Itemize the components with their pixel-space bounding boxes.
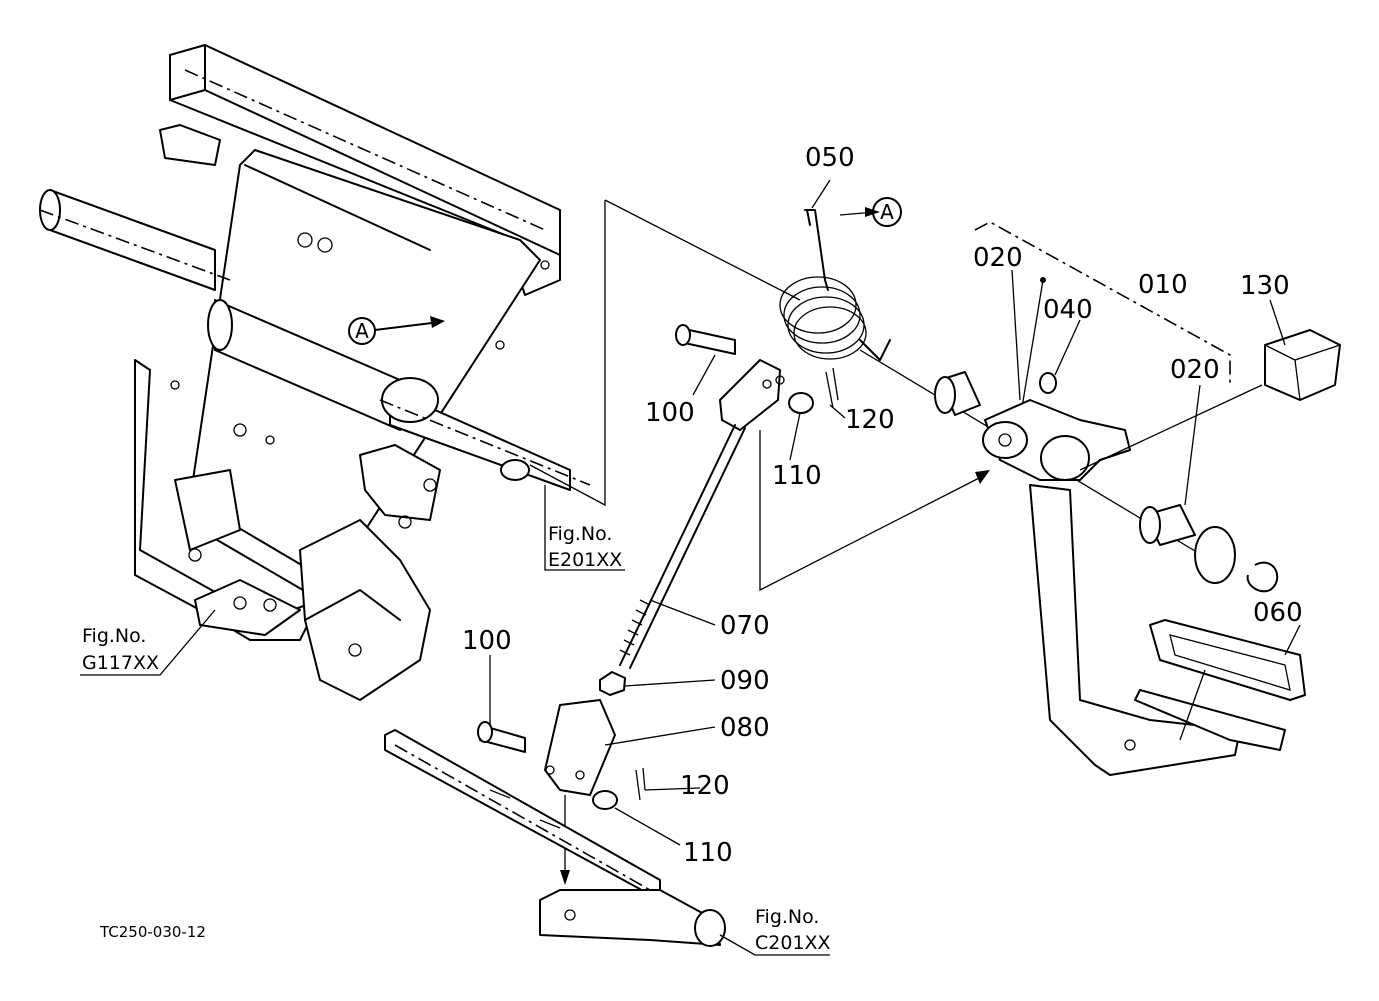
- label-120-upper: 120: [845, 405, 895, 435]
- rod-assembly: [477, 324, 990, 885]
- frame-bracket: A: [39, 44, 591, 701]
- leader-lines: [80, 179, 1301, 846]
- pedal-010: [934, 221, 1341, 776]
- label-110-upper: 110: [772, 461, 822, 491]
- figure-references: Fig.No. E201XX Fig.No. G117XX Fig.No. C2…: [82, 523, 831, 954]
- label-010: 010: [1138, 270, 1188, 300]
- lower-arm: [384, 729, 830, 956]
- drawing-code: TC250-030-12: [99, 923, 206, 941]
- label-040: 040: [1043, 295, 1093, 325]
- ref-g117-code: G117XX: [82, 652, 159, 674]
- label-130: 130: [1240, 271, 1290, 301]
- marker-a-frame: A: [355, 319, 369, 343]
- label-100-upper: 100: [645, 398, 695, 428]
- label-020-upper: 020: [973, 243, 1023, 273]
- part-labels: 050 020 010 130 040 020 100 120 110 060 …: [462, 143, 1303, 868]
- ref-e201-code: E201XX: [548, 549, 622, 571]
- ref-c201-code: C201XX: [755, 932, 831, 954]
- label-120-lower: 120: [680, 771, 730, 801]
- label-050: 050: [805, 143, 855, 173]
- label-020-lower: 020: [1170, 355, 1220, 385]
- label-080: 080: [720, 713, 770, 743]
- label-090: 090: [720, 666, 770, 696]
- marker-a-spring: A: [880, 200, 894, 224]
- ref-g117-fig: Fig.No.: [82, 625, 146, 647]
- label-100-lower: 100: [462, 626, 512, 656]
- ref-e201-fig: Fig.No.: [548, 523, 612, 545]
- ref-c201-fig: Fig.No.: [755, 906, 819, 928]
- spring-050: A: [779, 197, 902, 361]
- label-070: 070: [720, 611, 770, 641]
- label-060: 060: [1253, 598, 1303, 628]
- label-110-lower: 110: [683, 838, 733, 868]
